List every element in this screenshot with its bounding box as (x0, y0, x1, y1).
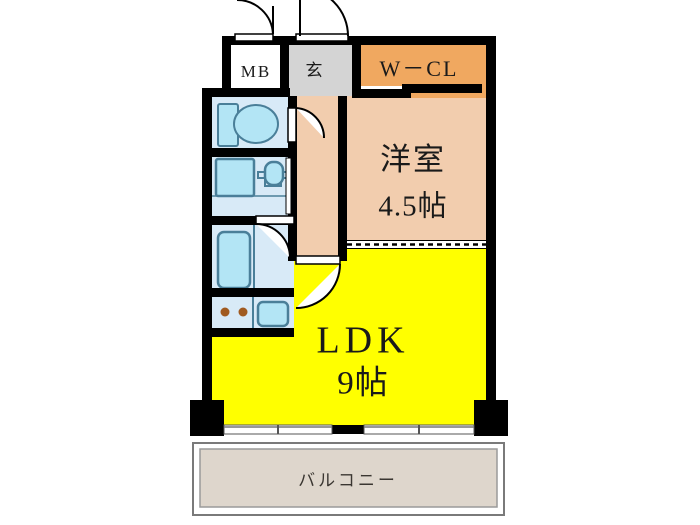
entrance-door-leaf (295, 33, 349, 42)
genkan-label: 玄 (306, 61, 323, 80)
mb-door-leaf (234, 33, 274, 42)
wall-mb-right (280, 36, 289, 96)
bath-door-leaf (255, 215, 295, 225)
wall-wcl-bottom (402, 84, 482, 93)
wall-washroom-bottom (202, 216, 294, 225)
wall-mb-left (222, 36, 231, 96)
balcony-floor (199, 448, 498, 508)
corridor-ldk-door-leaf (295, 255, 341, 265)
yoshitsu-floor-fill (344, 96, 486, 248)
wall-toilet-bottom (202, 148, 294, 157)
wall-left-exterior (202, 88, 212, 433)
pillar-bottom-right (474, 400, 508, 436)
meter-box-label: MB (241, 62, 271, 81)
stove-burner-icon (238, 307, 248, 317)
balcony-area: バルコニー (192, 442, 505, 516)
balcony-window-left (223, 424, 333, 435)
toilet-door-leaf (287, 107, 297, 143)
entrance-door-swing-arc (330, 0, 349, 37)
wall-right-exterior (486, 36, 496, 433)
wall-bottom-exterior (202, 425, 496, 434)
toilet-door-swing-arc (295, 107, 326, 139)
wall-genkan-right (352, 42, 361, 98)
ldk-size-label: 9帖 (337, 365, 389, 402)
wall-wcl-left-bottom (361, 89, 407, 98)
wall-bath-bottom (202, 288, 294, 297)
bath-door-swing-arc (255, 223, 291, 259)
wall-corridor-right (338, 96, 347, 261)
balcony-label: バルコニー (298, 471, 398, 490)
wash-basin-icon (263, 160, 285, 187)
wall-top-exterior (228, 36, 496, 45)
pillar-bottom-left (190, 400, 224, 436)
kitchen-sink-icon (256, 300, 290, 328)
corridor-ldk-door-swing-arc (295, 263, 341, 309)
stove-burner-icon (220, 307, 230, 317)
wall-mb-bottom (202, 88, 290, 97)
balcony-window-right (363, 424, 475, 435)
yoshitsu-size-label: 4.5帖 (378, 190, 447, 223)
yoshitsu-label: 洋室 (380, 142, 446, 177)
yoshitsu-partition-track (347, 241, 486, 248)
washroom-sliding-door-leaf (285, 157, 292, 215)
genkan-floor-fill (288, 44, 360, 96)
fixtures-group (214, 103, 290, 328)
wall-kitchen-bottom (202, 328, 294, 337)
toilet-bowl-icon (233, 104, 279, 144)
bathtub-icon (216, 230, 252, 290)
washing-machine-icon (214, 157, 256, 198)
room-labels-group: LDK 9帖 洋室 4.5帖 W－CL MB 玄 (241, 56, 459, 402)
ldk-label: LDK (316, 320, 409, 362)
walk-in-closet-label: W－CL (380, 56, 459, 81)
mb-floor-fill (228, 44, 280, 96)
openings-group (223, 0, 486, 435)
